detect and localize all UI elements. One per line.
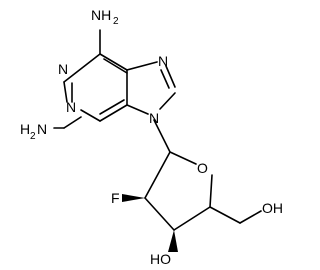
amine-left-h: H <box>20 121 30 137</box>
ring-n1-label: N <box>58 61 68 77</box>
ring-n3-label: N <box>66 99 76 115</box>
stereo-wedges <box>122 194 178 252</box>
amine-bonds <box>53 116 82 129</box>
hydroxyl-label: HO <box>150 251 171 267</box>
molecule-structure: NH 2 H 2 N N N N N O OH HO F <box>20 7 283 267</box>
amine-top-subscript: 2 <box>113 16 119 27</box>
fluorine-label: F <box>111 190 120 206</box>
amine-top-label: NH <box>91 7 111 23</box>
ring-n9-label: N <box>149 110 159 126</box>
purine-pyrimidine-ring <box>63 29 128 122</box>
structure-svg: NH 2 H 2 N N N N N O OH HO F <box>20 7 283 267</box>
ring-oxygen-label: O <box>197 160 208 176</box>
hydroxymethyl-label: OH <box>262 200 283 216</box>
amine-left-subscript: 2 <box>30 131 36 142</box>
ring-n7-label: N <box>158 53 168 69</box>
ribose-ring <box>144 119 262 231</box>
amine-left-n: N <box>37 121 47 137</box>
purine-imidazole-ring <box>126 61 176 115</box>
